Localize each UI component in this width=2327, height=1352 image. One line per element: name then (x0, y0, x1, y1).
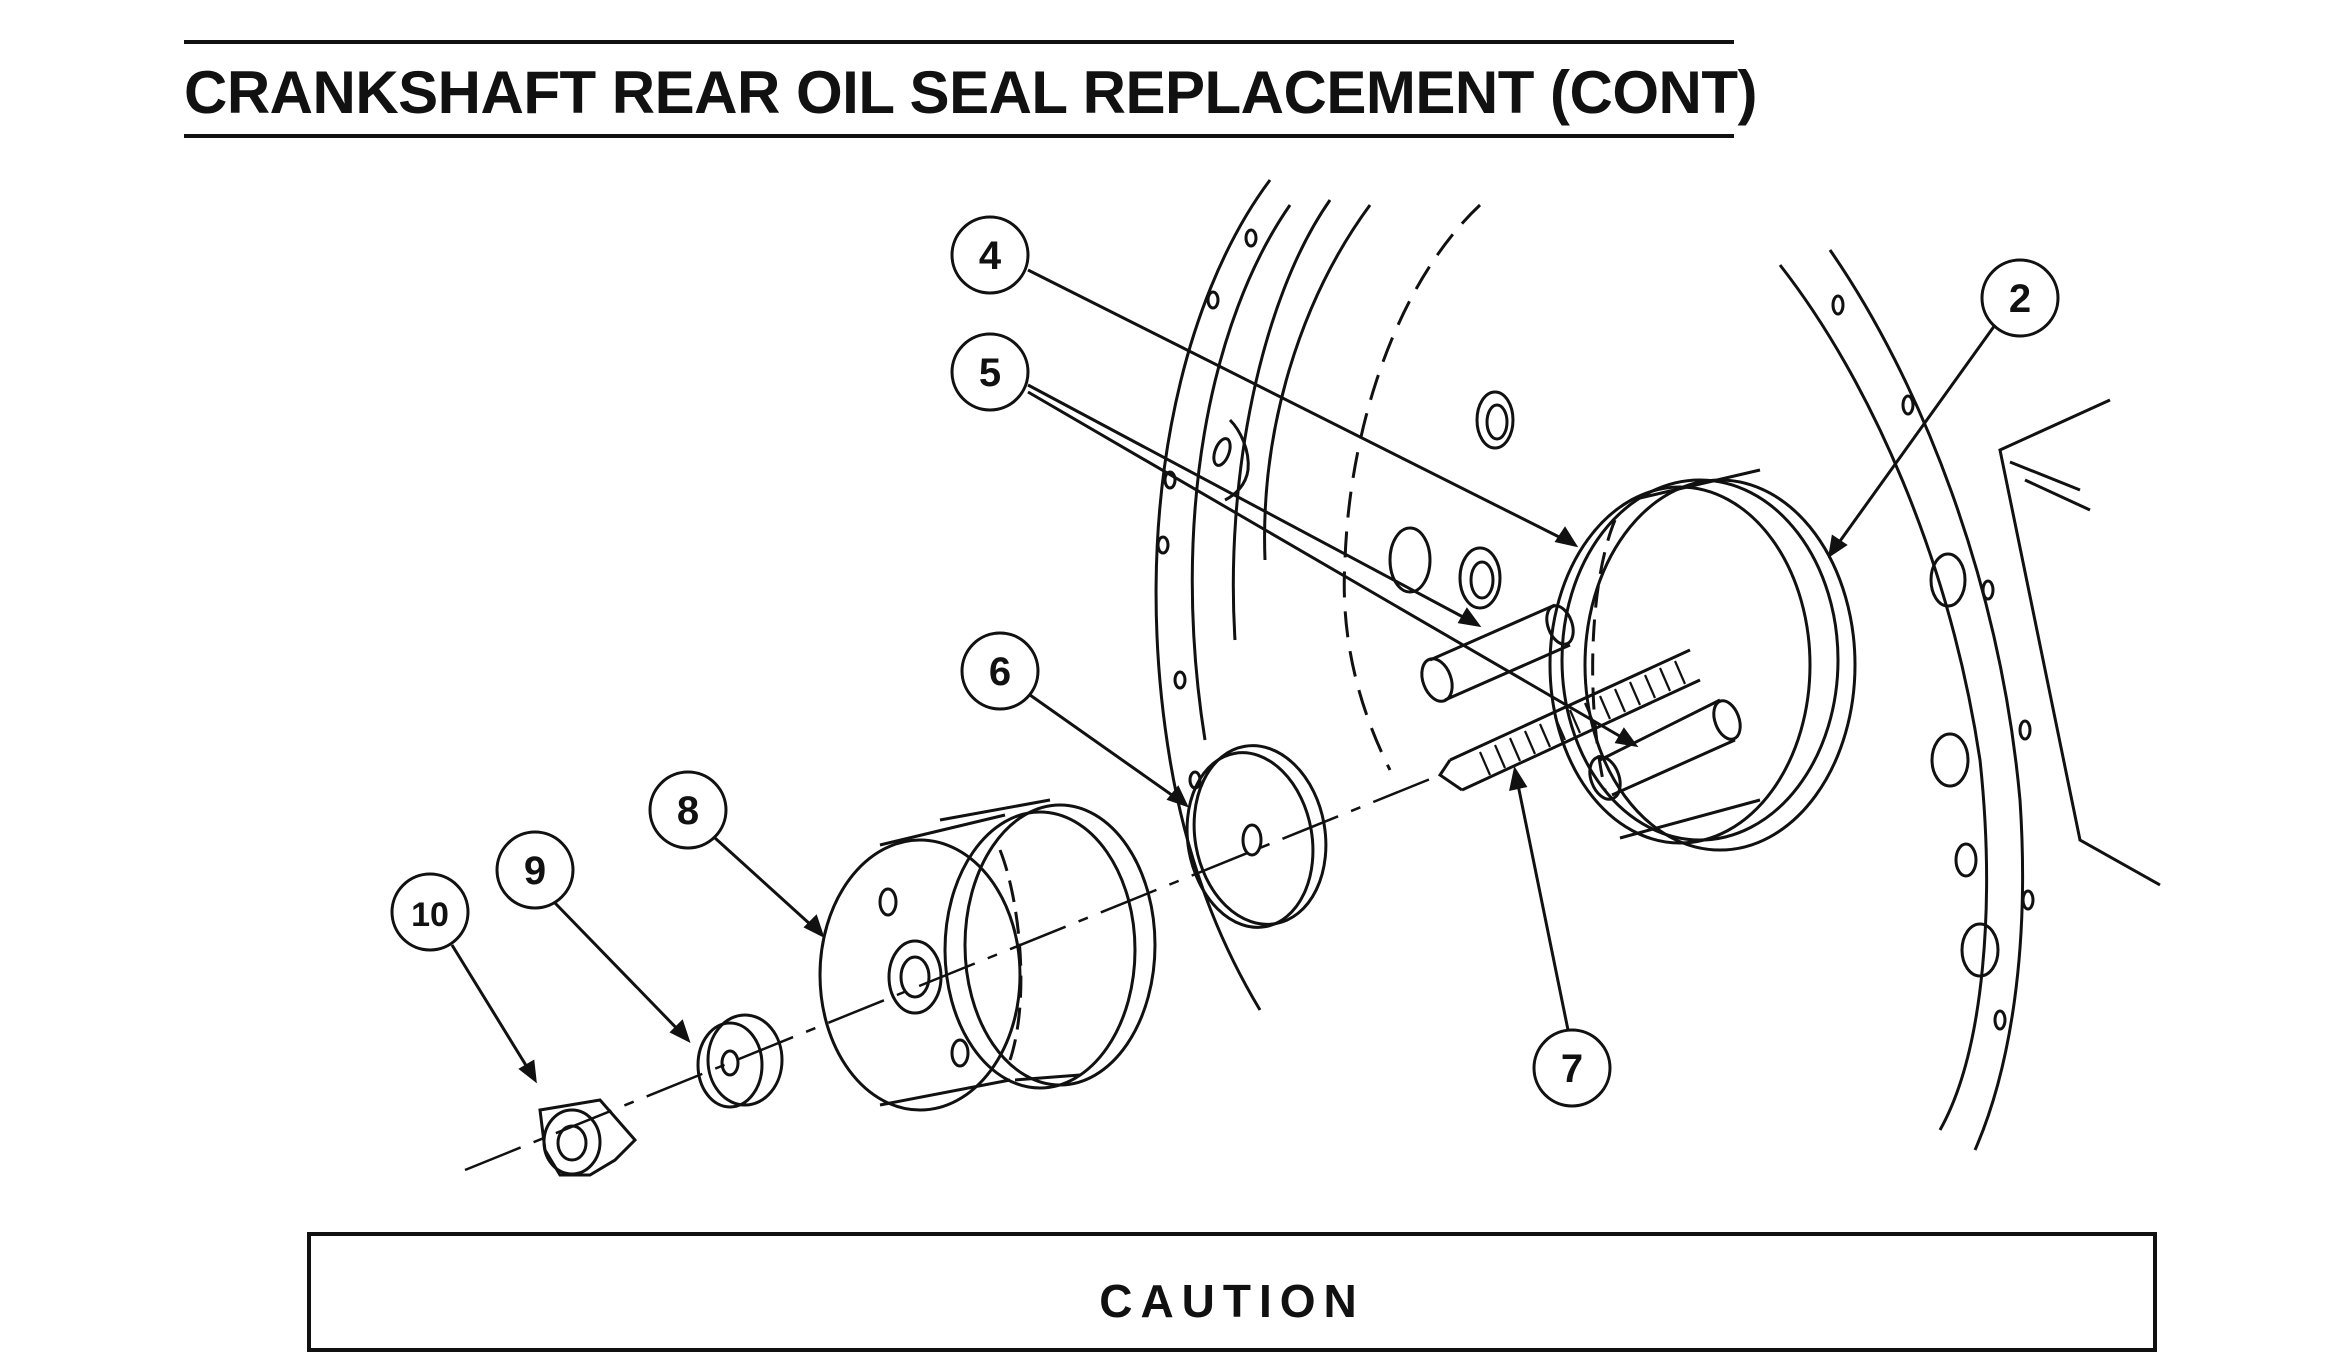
callouts (390, 215, 2060, 1108)
threaded-stud (1437, 648, 1701, 792)
callout-6-label: 6 (989, 650, 1011, 694)
caution-box: CAUTION (307, 1232, 2157, 1352)
callout-5-label: 5 (979, 351, 1001, 395)
installer-body (818, 798, 1157, 1112)
seal-adapter (1548, 468, 1857, 852)
callout-10-label: 10 (411, 896, 449, 934)
callout-2-label: 2 (2009, 277, 2031, 321)
exploded-view-diagram: 4 2 5 6 8 9 10 7 (390, 179, 2161, 1177)
caution-heading: CAUTION (1099, 1275, 1365, 1327)
page-title: CRANKSHAFT REAR OIL SEAL REPLACEMENT (CO… (184, 59, 1757, 126)
assembly-centerline (464, 773, 1441, 1172)
page-title-rule: CRANKSHAFT REAR OIL SEAL REPLACEMENT (CO… (184, 40, 1757, 138)
guide-pins (1420, 603, 1742, 801)
flywheel-housing (1154, 179, 2161, 1151)
callout-8-label: 8 (677, 789, 699, 833)
flat-washer (696, 1013, 784, 1109)
callout-7-label: 7 (1561, 1047, 1583, 1091)
callout-4-label: 4 (979, 234, 1002, 278)
callout-9-label: 9 (524, 849, 546, 893)
hex-nut (538, 1098, 638, 1177)
washer (1185, 744, 1328, 929)
